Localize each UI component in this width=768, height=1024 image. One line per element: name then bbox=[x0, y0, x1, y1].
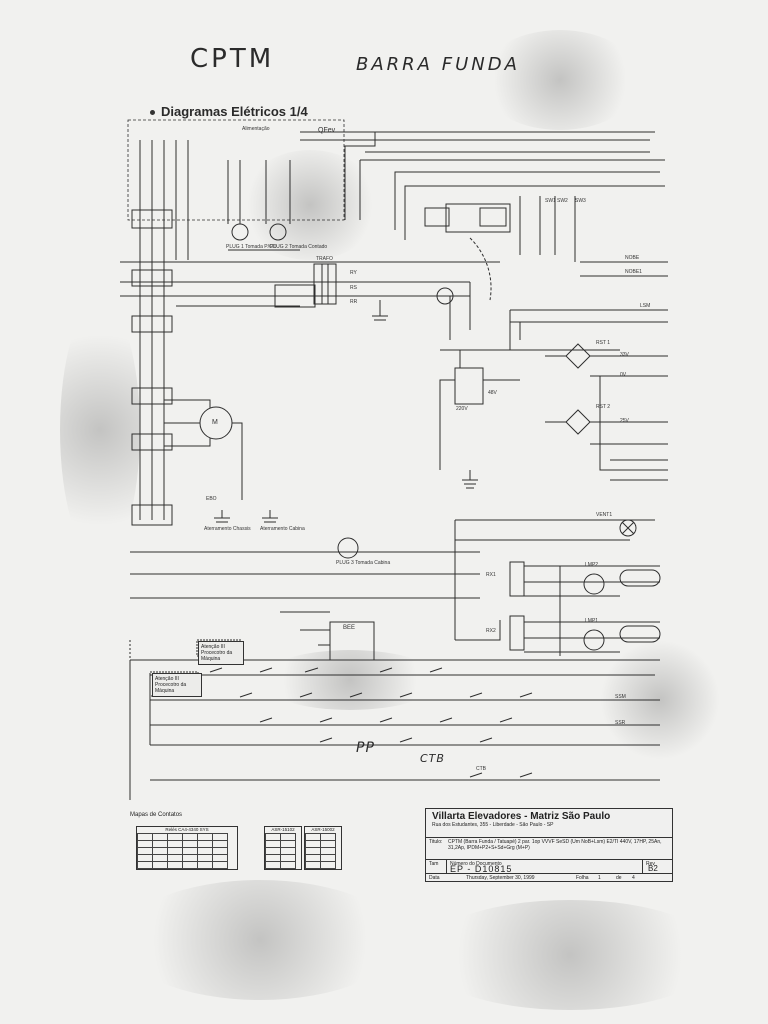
maps-table-3 bbox=[305, 833, 336, 869]
title-block: Villarta Elevadores - Matriz São Paulo R… bbox=[425, 808, 673, 882]
handwritten-subtitle: BARRA FUNDA bbox=[356, 54, 520, 75]
maps-group-2-label: ASR-15102 bbox=[271, 827, 295, 832]
ctb-label: CTB bbox=[476, 766, 486, 772]
of-key: de bbox=[616, 875, 622, 881]
nobe-label: NOBE bbox=[625, 255, 640, 261]
lsm-label: LSM bbox=[640, 303, 651, 309]
bee-label: BEE bbox=[343, 625, 356, 631]
company-address: Rua dos Estudantes, 355 - Liberdade - Sã… bbox=[432, 822, 554, 828]
sheet-key: Folha bbox=[576, 875, 589, 881]
atencao-note-1: Atenção III Procecotro da Máquina bbox=[198, 641, 244, 665]
lmp2-label: LMP2 bbox=[585, 562, 599, 568]
maps-group-2: ASR-15102 bbox=[264, 826, 302, 870]
aterramento-cabina-label: Aterramento Cabina bbox=[260, 526, 305, 532]
maps-table-2 bbox=[265, 833, 296, 869]
voltage-48: 48V bbox=[488, 390, 497, 396]
rst1-label: RST 1 bbox=[596, 340, 611, 346]
nobe1-label: NOBE1 bbox=[625, 269, 642, 275]
company-name: Villarta Elevadores - Matriz São Paulo bbox=[432, 811, 611, 822]
sw2-label: SW2 bbox=[557, 198, 568, 204]
sw1-label: SW1 bbox=[545, 198, 556, 204]
lmp1-label: LMP1 bbox=[585, 618, 599, 624]
plug2-label: PLUG 2 Tomada Contado bbox=[270, 244, 328, 250]
diagram-title: Diagramas Elétricos 1/4 bbox=[150, 104, 308, 119]
ssr-label: SSR bbox=[615, 720, 626, 726]
rr-label: RR bbox=[350, 299, 358, 305]
rs-label: RS bbox=[350, 285, 357, 291]
size-key: Tam bbox=[429, 861, 439, 867]
title-description: CPTM (Barra Funda / Tatuapé) 2 par. 1op … bbox=[448, 839, 662, 851]
maps-group-1: Relés CA4-4340 SYS bbox=[136, 826, 238, 870]
trafo-label: TRAFO bbox=[316, 256, 333, 262]
date-row: Data Thursday, September 30, 1999 Folha … bbox=[426, 873, 672, 882]
revision-key: Rev bbox=[646, 861, 655, 867]
revision-value: B2 bbox=[648, 864, 658, 873]
rx1-label: RX1 bbox=[486, 572, 496, 578]
divider bbox=[642, 860, 643, 874]
rx2-label: RX2 bbox=[486, 628, 496, 634]
maps-table-1 bbox=[137, 833, 228, 869]
voltage-25: 25V bbox=[620, 418, 629, 424]
plug1-label: PLUG 1 Tomada P/GD bbox=[226, 244, 277, 250]
sw3-label: SW3 bbox=[575, 198, 586, 204]
divider bbox=[446, 860, 447, 874]
date-value: Thursday, September 30, 1999 bbox=[466, 875, 535, 881]
ebo-label: EBO bbox=[206, 496, 217, 502]
maps-group-3-label: ASR-15002 bbox=[311, 827, 335, 832]
maps-title: Mapas de Contatos bbox=[130, 812, 183, 818]
document-number: EP - D10815 bbox=[450, 864, 513, 874]
title-description-row: Titulo: CPTM (Barra Funda / Tatuapé) 2 p… bbox=[426, 837, 672, 860]
ssm-label: SSM bbox=[615, 694, 626, 700]
sheet-value: 1 bbox=[598, 875, 601, 881]
aterramento-label: Aterramento Chassis bbox=[204, 526, 251, 532]
title-key: Titulo: bbox=[429, 839, 443, 845]
ry-label: RY bbox=[350, 270, 357, 276]
alimentacao-label: Alimentação bbox=[242, 126, 270, 132]
of-value: 4 bbox=[632, 875, 635, 881]
document-number-key: Número do Documento bbox=[450, 861, 502, 867]
plug3-label: PLUG 3 Tomada Cabina bbox=[336, 560, 391, 566]
voltage-220: 220V bbox=[456, 406, 468, 412]
vent-label: VENT1 bbox=[596, 512, 613, 518]
maps-group-3: ASR-15002 bbox=[304, 826, 342, 870]
qfev-label: QFev bbox=[318, 127, 336, 134]
date-key: Data bbox=[429, 875, 440, 881]
maps-group-1-label: Relés CA4-4340 SYS bbox=[165, 827, 209, 832]
handwritten-note-pp: PP bbox=[356, 740, 375, 756]
motor-label: M bbox=[212, 419, 218, 426]
rst2-label: RST 2 bbox=[596, 404, 611, 410]
handwritten-title: CPTM bbox=[190, 44, 275, 74]
voltage-0v: 0V bbox=[620, 372, 627, 378]
handwritten-note-ctb: CTB bbox=[420, 752, 445, 765]
document-row: Tam Número do Documento EP - D10815 Rev … bbox=[426, 859, 672, 874]
atencao-note-2: Atenção III Procecotro da Máquina bbox=[152, 673, 202, 697]
voltage-33: 33V bbox=[620, 352, 629, 358]
